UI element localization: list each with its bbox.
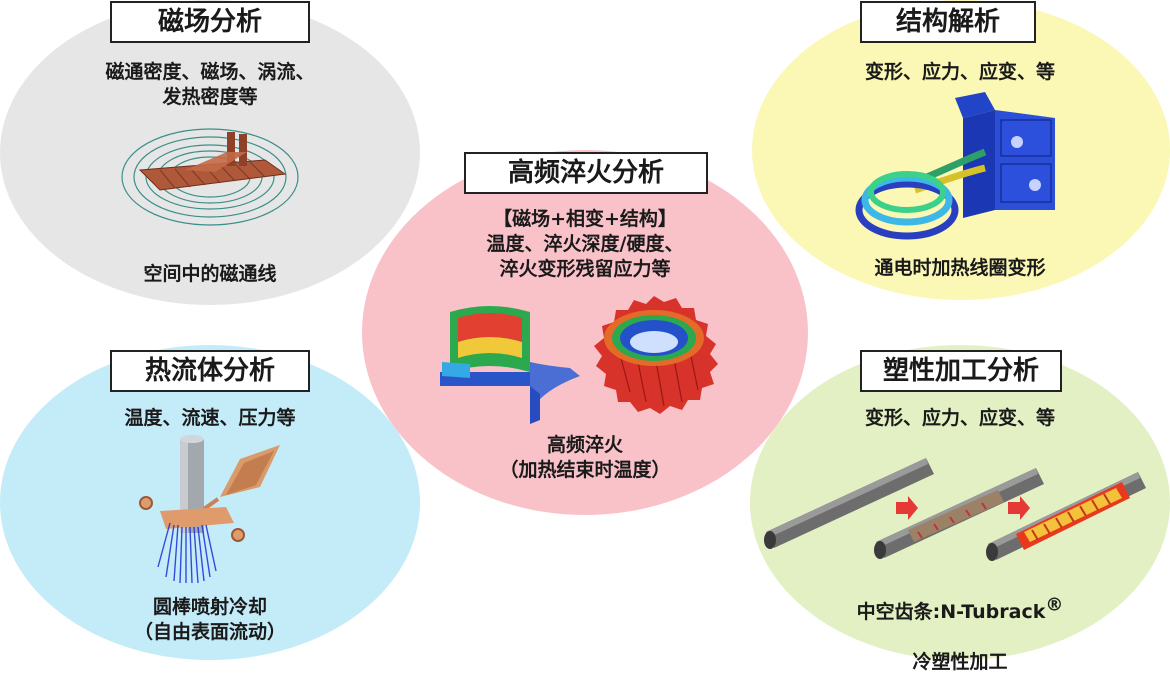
plastic-title: 塑性加工分析 [860, 350, 1062, 392]
magnetic-caption: 空间中的磁通线 [143, 263, 277, 285]
quench-caption: 高频淬火 （加热结束时温度） [499, 434, 671, 481]
quench-ellipse [362, 150, 808, 515]
heating-coil-illustration [855, 92, 1055, 240]
thermal-fluid-desc: 温度、流速、压力等 [124, 407, 296, 429]
structural-title: 结构解析 [860, 1, 1036, 43]
plastic-desc: 变形、应力、应变、等 [864, 407, 1055, 429]
plastic-caption: 中空齿条:N-Tubrack® 冷塑性加工 [810, 575, 1110, 675]
quench-part-illustration [440, 306, 580, 424]
hollow-rack-illustration [764, 458, 1146, 561]
structural-desc: 变形、应力、应变、等 [864, 61, 1055, 83]
thermal-fluid-title: 热流体分析 [110, 350, 310, 392]
registered-mark: ® [1045, 594, 1064, 616]
magnetic-flux-illustration [121, 128, 299, 226]
magnetic-title: 磁场分析 [110, 1, 310, 43]
spray-cooling-illustration [139, 435, 280, 584]
quench-title: 高频淬火分析 [464, 152, 708, 194]
structural-ellipse [752, 0, 1170, 300]
plastic-caption-line1: 中空齿条:N-Tubrack [856, 601, 1046, 623]
quench-desc: 【磁场+相变+结构】 温度、淬火深度/硬度、 淬火变形残留应力等 [486, 208, 684, 280]
plastic-caption-line2: 冷塑性加工 [912, 651, 1008, 673]
structural-caption: 通电时加热线圈变形 [874, 257, 1046, 279]
thermal-fluid-caption: 圆棒喷射冷却 （自由表面流动） [133, 596, 286, 643]
magnetic-ellipse [0, 0, 420, 305]
magnetic-desc: 磁通密度、磁场、涡流、 发热密度等 [105, 61, 315, 108]
quench-gear-illustration [594, 296, 718, 414]
